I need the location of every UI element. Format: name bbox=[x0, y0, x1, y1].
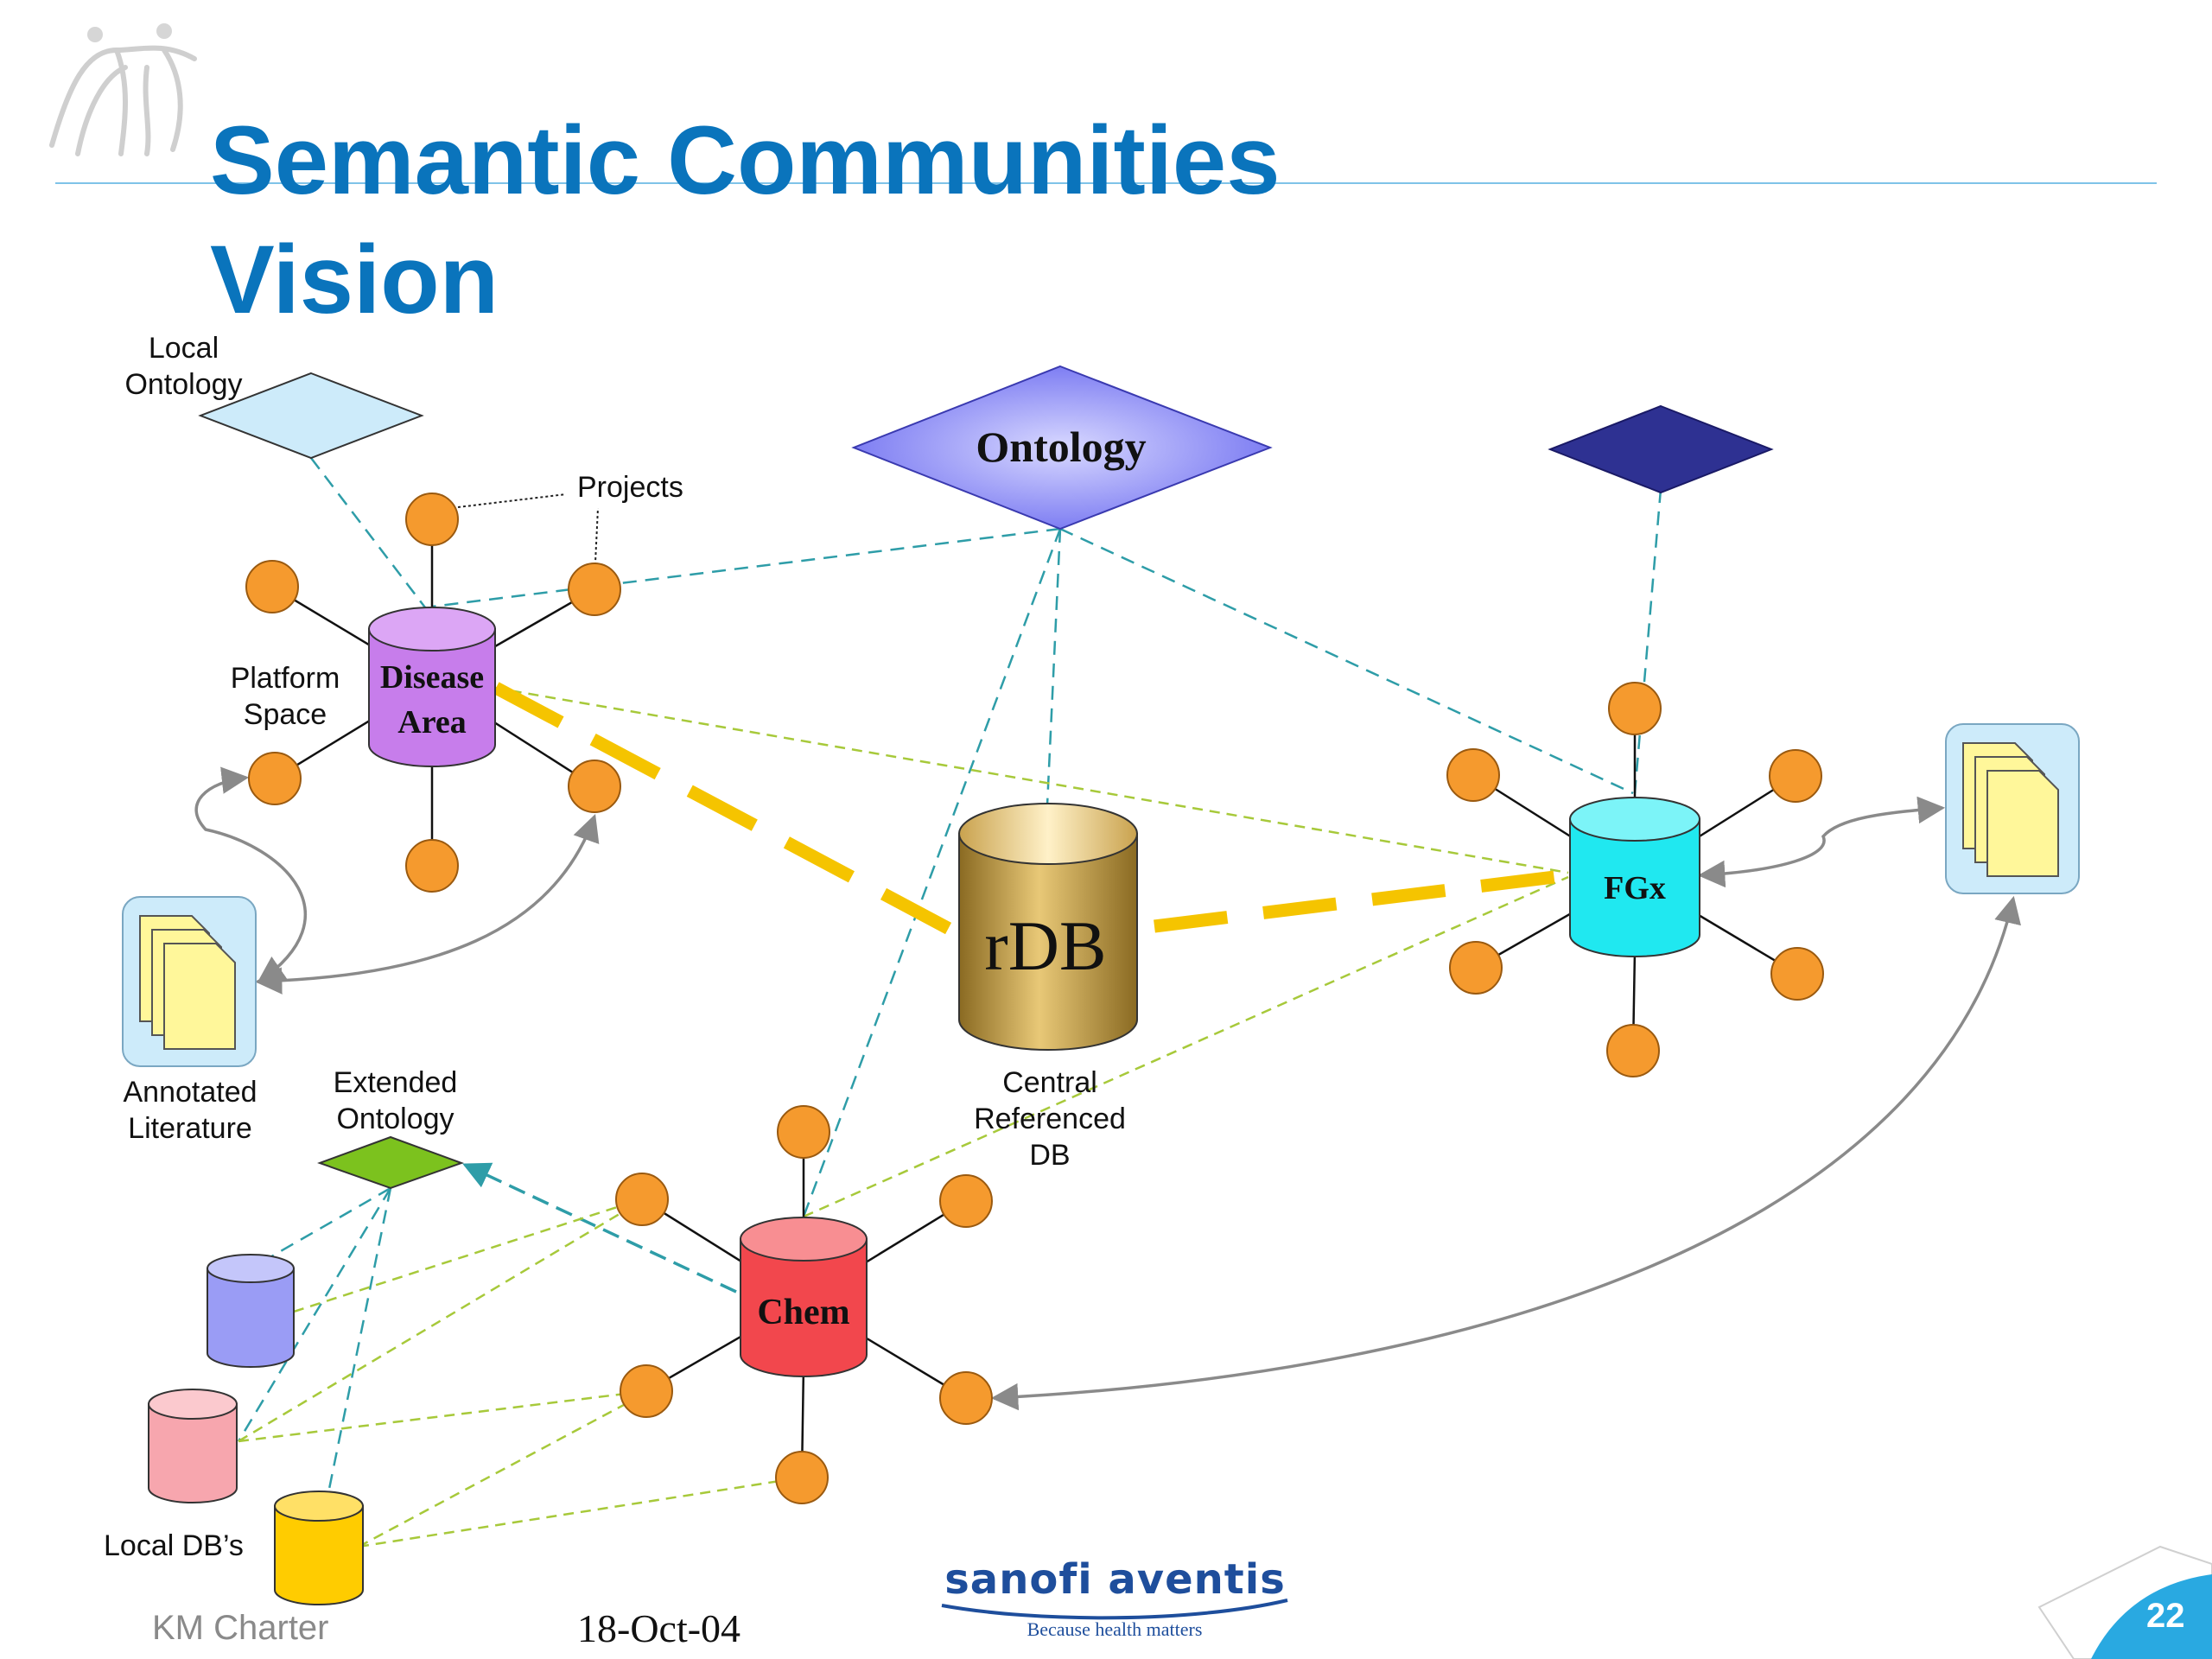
fgx-satellite-node bbox=[1606, 1024, 1660, 1077]
fgx-documents-icon bbox=[1945, 723, 2080, 894]
local-ontology-label: Local Ontology bbox=[124, 332, 243, 401]
disease-area-hub: Disease Area bbox=[245, 493, 621, 893]
extended-ontology-diamond bbox=[317, 1135, 464, 1190]
top-right-ontology-diamond bbox=[1548, 404, 1774, 494]
link-yellow-db-sat1 bbox=[358, 1391, 647, 1548]
grey-curved-arrows bbox=[194, 766, 2021, 1411]
projects-leaders bbox=[457, 493, 599, 582]
arrow-chem-sat-to-documents bbox=[990, 895, 2021, 1411]
link-blue-db-sat bbox=[293, 1198, 642, 1313]
local-db-blue bbox=[207, 1254, 295, 1368]
fgx-satellite-node bbox=[1446, 748, 1500, 802]
rdb-cylinder: rDB bbox=[958, 803, 1138, 1051]
teal-dashed-links bbox=[237, 457, 1662, 1494]
fgx-hub: FGx bbox=[1446, 682, 1824, 1077]
local-dbs-label: Local DB’s bbox=[104, 1529, 244, 1562]
link-ext-ontology-blue-db bbox=[250, 1186, 391, 1270]
ontology-label: Ontology bbox=[976, 423, 1146, 471]
chem-label: Chem bbox=[757, 1293, 849, 1332]
footer-date: 18-Oct-04 bbox=[577, 1606, 741, 1650]
chem-satellite-node bbox=[620, 1364, 673, 1418]
projects-label: Projects bbox=[577, 471, 683, 504]
fgx-satellite-node bbox=[1449, 941, 1503, 995]
disease-project-node bbox=[568, 563, 621, 616]
logo-tagline: Because health matters bbox=[1027, 1618, 1203, 1640]
extended-ontology-label: Extended Ontology bbox=[333, 1066, 458, 1135]
link-pink-db-sat1 bbox=[238, 1199, 642, 1443]
link-ext-ontology-pink-db bbox=[237, 1187, 392, 1442]
chem-satellite-node bbox=[939, 1371, 993, 1425]
disease-area-label-2: Area bbox=[397, 704, 467, 741]
annotated-literature-documents-icon bbox=[122, 896, 257, 1067]
link-ontology-disease bbox=[431, 527, 1061, 608]
link-disease-fgx bbox=[493, 686, 1569, 874]
local-db-yellow bbox=[274, 1491, 364, 1605]
logo-name: sanofi aventis bbox=[944, 1555, 1286, 1604]
link-topright-fgx bbox=[1633, 488, 1662, 794]
fgx-label: FGx bbox=[1604, 870, 1666, 906]
link-pink-db-sat2 bbox=[238, 1389, 647, 1443]
people-logo-icon bbox=[49, 23, 197, 156]
chem-hub: Chem bbox=[615, 1105, 993, 1504]
chem-satellite-node bbox=[775, 1451, 829, 1504]
fgx-satellite-node bbox=[1608, 682, 1662, 735]
platform-space-label: Platform Space bbox=[230, 662, 340, 731]
link-yellow-db-sat2 bbox=[358, 1476, 803, 1548]
local-db-pink bbox=[148, 1389, 238, 1503]
disease-project-node bbox=[568, 760, 621, 813]
ontology-diamond bbox=[851, 365, 1273, 531]
link-local-ontology-disease bbox=[310, 457, 429, 612]
fgx-satellite-node bbox=[1770, 947, 1824, 1001]
link-ontology-fgx bbox=[1059, 527, 1634, 795]
logo-swoosh-icon bbox=[941, 1599, 1288, 1620]
annotated-literature-label: Annotated Literature bbox=[123, 1076, 257, 1145]
arrow-fgx-to-documents bbox=[1697, 796, 1946, 888]
disease-project-node bbox=[248, 752, 302, 805]
link-rdb-fgx bbox=[1154, 868, 1569, 933]
slide-title-line2: Vision bbox=[210, 226, 499, 334]
arrow-literature-to-sat-right bbox=[254, 814, 600, 995]
link-disease-rdb bbox=[493, 682, 961, 939]
company-logo: sanofi aventis Because health matters bbox=[933, 1555, 1296, 1642]
page-number: 22 bbox=[2146, 1597, 2185, 1635]
chem-satellite-node bbox=[939, 1174, 993, 1228]
footer-left-text: KM Charter bbox=[152, 1609, 329, 1647]
link-ext-ontology-yellow-db bbox=[327, 1187, 392, 1494]
link-ontology-rdb bbox=[1046, 528, 1062, 806]
central-referenced-db-label: Central Referenced DB bbox=[974, 1066, 1126, 1172]
slide-title-line1: Semantic Communities bbox=[210, 106, 1281, 214]
disease-area-label-1: Disease bbox=[380, 659, 484, 696]
title-rule bbox=[55, 182, 2157, 184]
chem-satellite-node bbox=[615, 1173, 669, 1226]
fgx-cylinder bbox=[1569, 797, 1700, 957]
link-ontology-chem bbox=[802, 528, 1062, 1217]
local-ontology-diamond bbox=[198, 372, 424, 460]
chem-cylinder bbox=[740, 1217, 868, 1377]
page-badge bbox=[2037, 1545, 2212, 1659]
disease-project-node bbox=[405, 839, 459, 893]
fgx-satellite-node bbox=[1769, 749, 1822, 803]
disease-area-cylinder bbox=[368, 607, 496, 767]
rdb-label: rDB bbox=[984, 906, 1106, 985]
arrow-chem-to-ext-ontology bbox=[462, 1162, 737, 1294]
disease-project-node bbox=[405, 493, 459, 546]
chem-satellite-node bbox=[777, 1105, 830, 1159]
disease-project-node bbox=[245, 560, 299, 613]
